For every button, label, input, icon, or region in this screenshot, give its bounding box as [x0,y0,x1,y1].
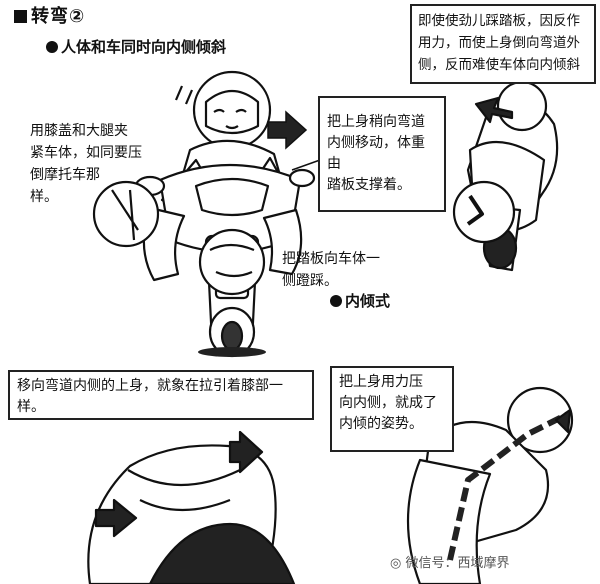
caption-bottom-left-box: 移向弯道内侧的上身，就象在拉引着膝部一 样。 [8,370,314,420]
caption-peg: 把踏板向车体一 侧蹬踩。 [282,251,380,289]
dot-bullet-icon [46,41,58,53]
page-title: 转弯② [14,2,85,28]
subheading-lean-together: 人体和车同时向内侧倾斜 [46,36,226,57]
peg-inset-circle [198,228,266,296]
lean-out-rider-illustration [452,80,559,272]
wechat-icon: ◎ [390,556,402,571]
caption-top-right-box: 即使使劲儿踩踏板，因反作 用力，而使上身倒向弯道外 侧，反而难使车体向内倾斜 [410,4,596,84]
knee-inset-circle [92,180,160,248]
caption-bottom-right-box: 把上身用力压 向内侧，就成了 内倾的姿势。 [330,366,454,452]
knee-pull-illustration [87,430,296,584]
dot-bullet-icon [330,295,342,307]
caption-knee: 用膝盖和大腿夹 紧车体，如同要压 倒摩托车那 样。 [30,123,142,205]
lean-in-rider-illustration [406,386,574,584]
square-bullet-icon [14,10,27,23]
watermark: ◎ 微信号：西域摩界 [390,556,510,571]
rider-motorcycle-illustration [134,70,316,358]
subheading-lean-in: 内倾式 [330,290,390,311]
caption-upper-body-box: 把上身稍向弯道 内侧移动，体重由 踏板支撑着。 [318,96,446,212]
